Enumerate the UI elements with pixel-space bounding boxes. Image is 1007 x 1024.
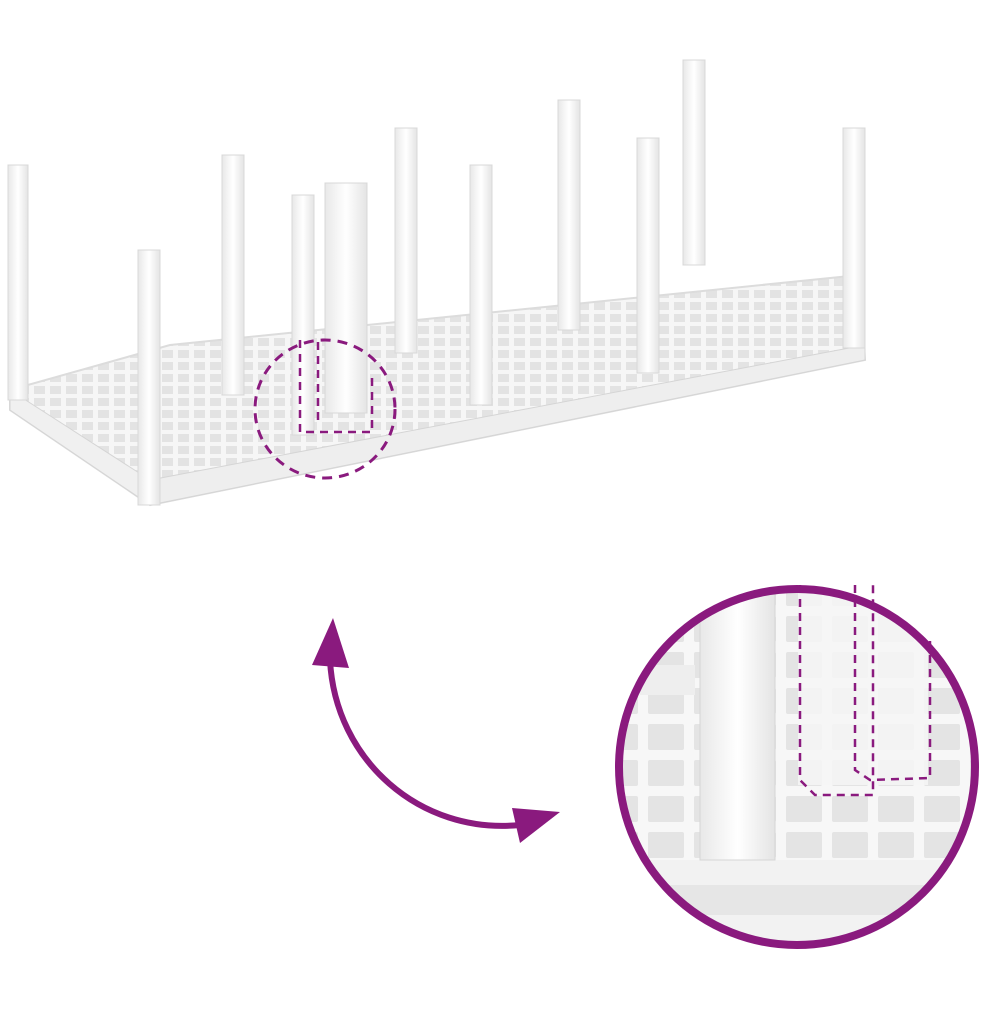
post (291, 194, 315, 436)
post (221, 154, 245, 396)
post (557, 99, 581, 331)
post (842, 127, 866, 349)
dashed-slot-outline (298, 340, 374, 434)
post (7, 164, 29, 401)
post (636, 137, 660, 374)
highlight-circle-icon (253, 338, 397, 480)
curved-double-arrow-icon (312, 618, 560, 843)
post (137, 249, 161, 506)
post (469, 164, 493, 406)
post (324, 182, 368, 414)
zoom-circle-icon (615, 585, 979, 949)
post (394, 127, 418, 354)
rack-posts (7, 59, 866, 506)
post (682, 59, 706, 266)
